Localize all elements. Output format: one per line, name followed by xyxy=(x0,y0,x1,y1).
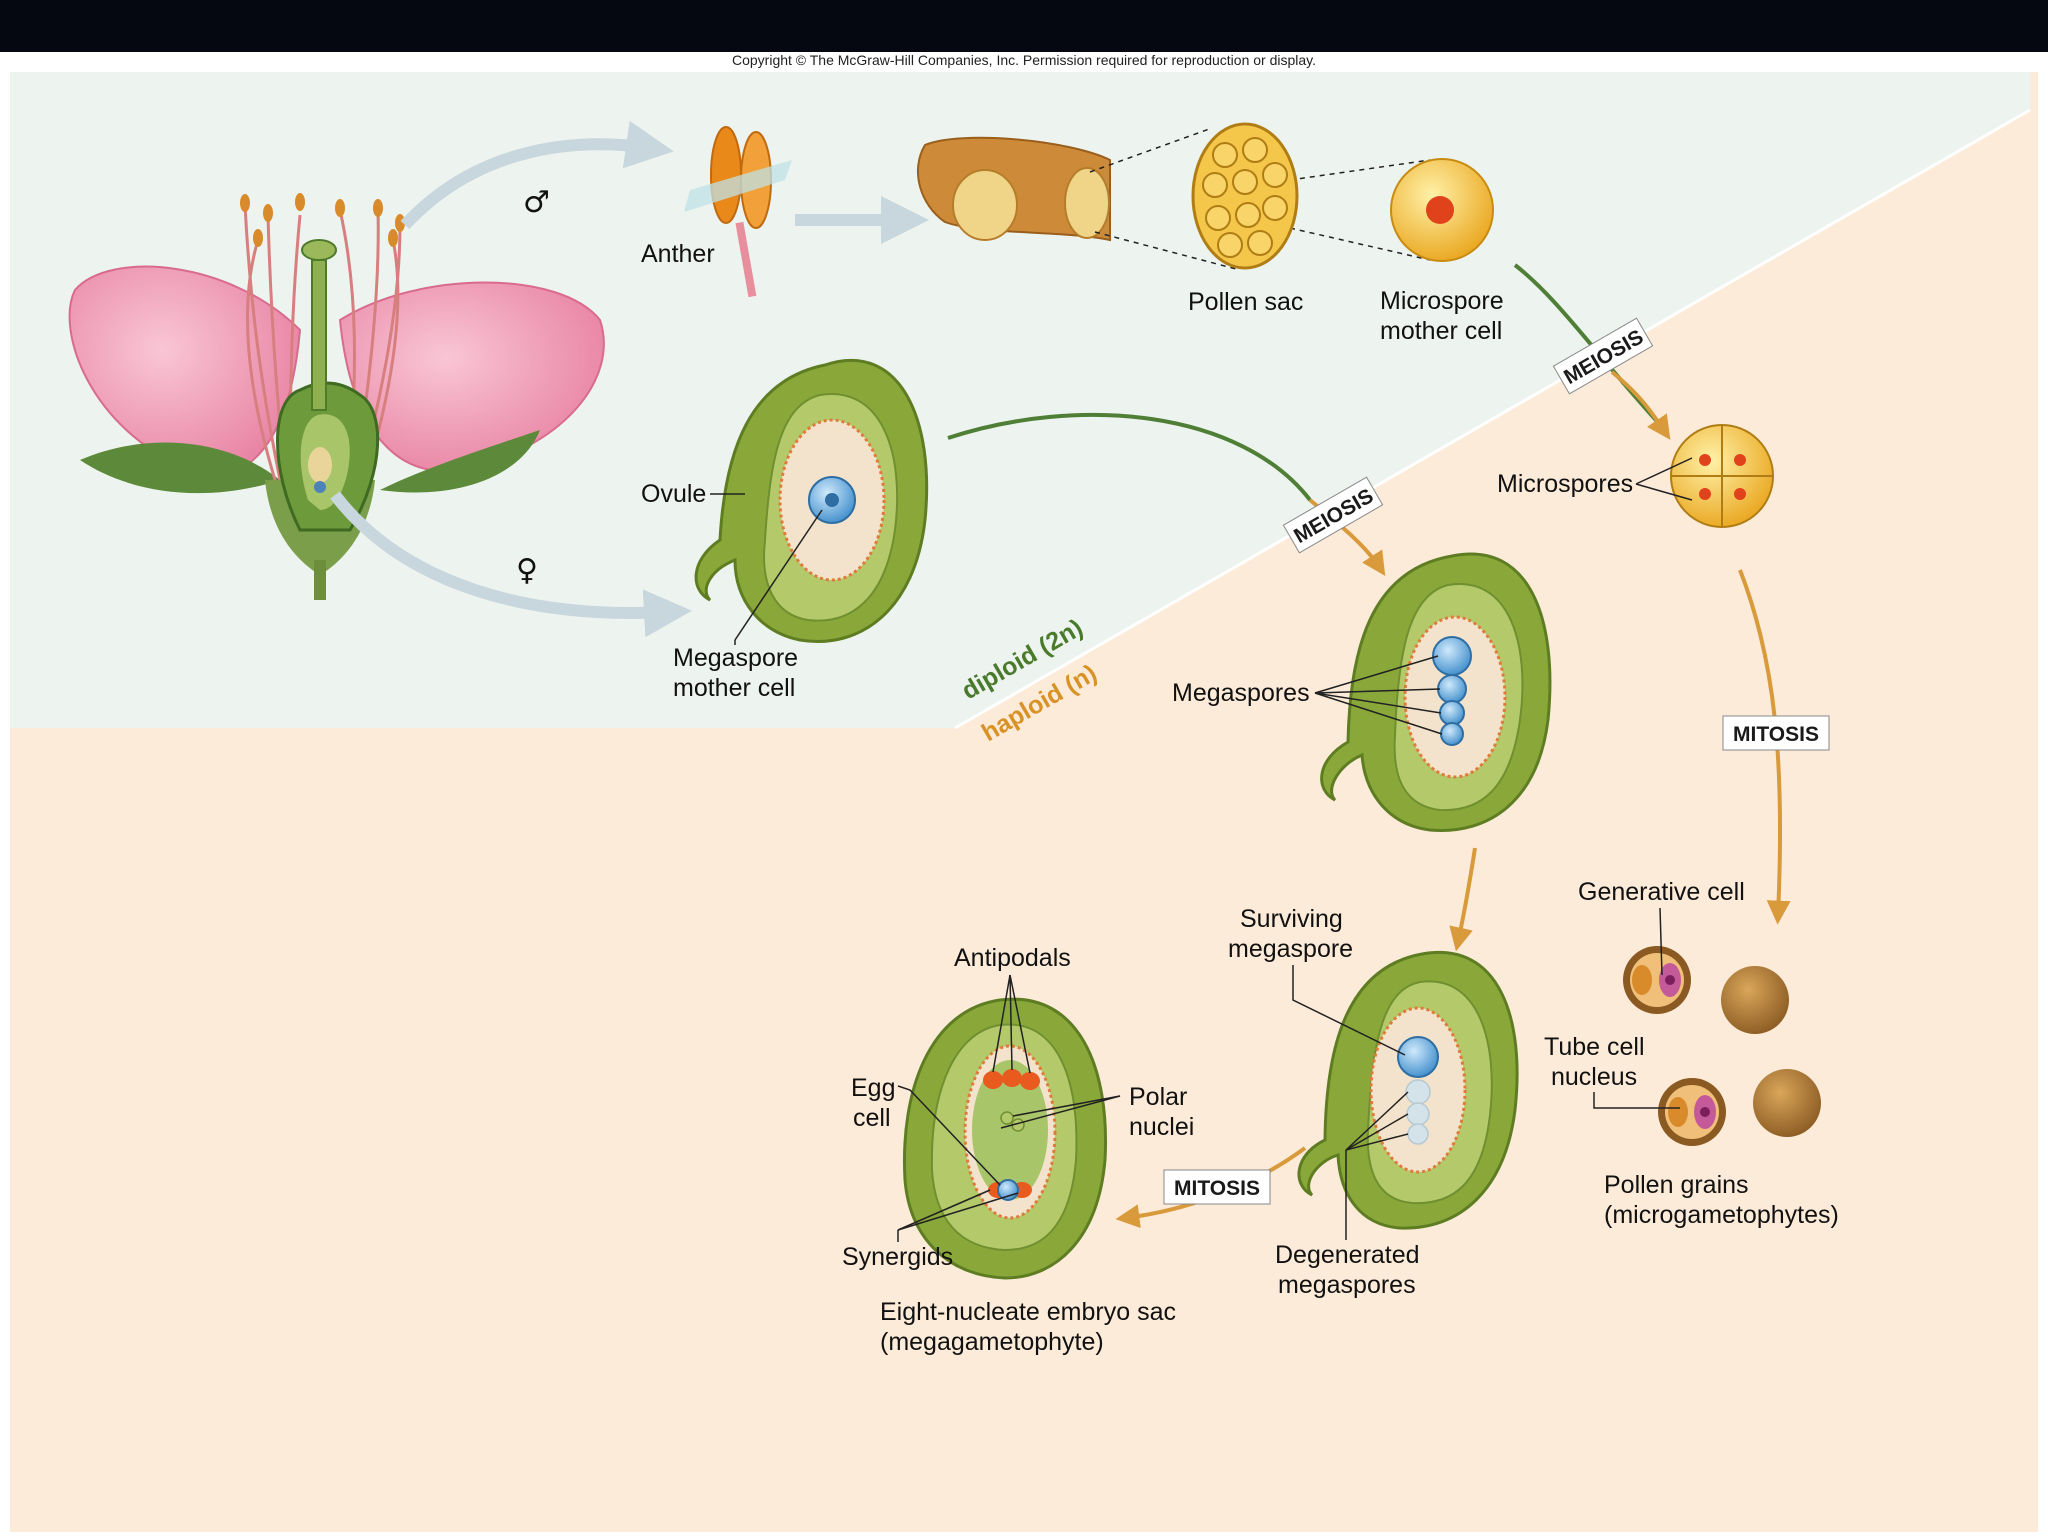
arrow-flower-to-anther xyxy=(400,120,674,230)
ovule-label: Ovule xyxy=(641,480,706,508)
degenerated-megaspores-label-line1: Degenerated xyxy=(1275,1241,1420,1269)
pollen-sac-label: Pollen sac xyxy=(1188,288,1303,316)
anther-illustration xyxy=(684,126,792,298)
polar-nuclei-label-line1: Polar xyxy=(1129,1083,1187,1111)
female-symbol: ♀ xyxy=(516,553,538,588)
megaspores-label: Megaspores xyxy=(1172,679,1310,707)
mitosis-female-text: MITOSIS xyxy=(1174,1177,1260,1200)
microspores-tetrad xyxy=(1670,424,1774,528)
embryo-sac-label-line2: (megagametophyte) xyxy=(880,1328,1104,1356)
male-symbol: ♂ xyxy=(523,185,550,220)
megaspore-mother-cell-label-line1: Megaspore xyxy=(673,644,798,672)
synergids-label: Synergids xyxy=(842,1243,953,1271)
pollen-sac-section xyxy=(916,136,1111,242)
megaspores-ovule xyxy=(1320,552,1552,832)
copyright-notice: Copyright © The McGraw-Hill Companies, I… xyxy=(731,52,1317,68)
pollen-grain-3 xyxy=(1658,1078,1726,1146)
pollen-grain-2 xyxy=(1721,966,1789,1034)
egg-cell-label-line2: cell xyxy=(853,1104,891,1132)
anther-label: Anther xyxy=(641,240,715,268)
polar-nuclei-label-line2: nuclei xyxy=(1129,1113,1194,1141)
flower-illustration xyxy=(68,193,605,600)
microspore-mother-cell-label-line2: mother cell xyxy=(1380,317,1502,345)
arrow-megaspores-to-surviving xyxy=(1449,847,1477,952)
arrow-flower-to-ovule xyxy=(330,491,692,638)
pollen-grains-label-line1: Pollen grains xyxy=(1604,1171,1749,1199)
surviving-megaspore-label-line1: Surviving xyxy=(1240,905,1343,933)
microspore-mother-cell-illustration xyxy=(1390,158,1494,262)
microspore-mother-cell-label-line1: Microspore xyxy=(1380,287,1504,315)
degenerated-megaspores-label-line2: megaspores xyxy=(1278,1271,1416,1299)
pollen-grain-4 xyxy=(1753,1069,1821,1137)
mitosis-female-tag: MITOSIS xyxy=(1163,1169,1271,1205)
tube-cell-nucleus-label-line1: Tube cell xyxy=(1544,1033,1645,1061)
surviving-megaspore-ovule xyxy=(1297,950,1519,1230)
arrow-meiosis-male xyxy=(1610,370,1671,440)
embryo-sac-label-line1: Eight-nucleate embryo sac xyxy=(880,1298,1176,1326)
tube-cell-nucleus-label-line2: nucleus xyxy=(1551,1063,1637,1091)
diploid-background xyxy=(10,72,2030,728)
pollen-sac-illustration xyxy=(1191,122,1299,270)
microspores-label: Microspores xyxy=(1497,470,1633,498)
pollen-grains-label-line2: (microgametophytes) xyxy=(1604,1201,1839,1229)
top-bar xyxy=(0,0,2048,52)
megaspore-mother-cell-label-line2: mother cell xyxy=(673,674,795,702)
surviving-megaspore-label-line2: megaspore xyxy=(1228,935,1353,963)
mitosis-male-tag: MITOSIS xyxy=(1722,715,1830,751)
antipodals-label: Antipodals xyxy=(954,944,1071,972)
pollen-grain-1 xyxy=(1623,946,1691,1014)
embryo-sac-ovule xyxy=(902,997,1108,1280)
mitosis-male-text: MITOSIS xyxy=(1733,723,1819,746)
generative-cell-label: Generative cell xyxy=(1578,878,1745,906)
egg-cell-label-line1: Egg xyxy=(851,1074,895,1102)
